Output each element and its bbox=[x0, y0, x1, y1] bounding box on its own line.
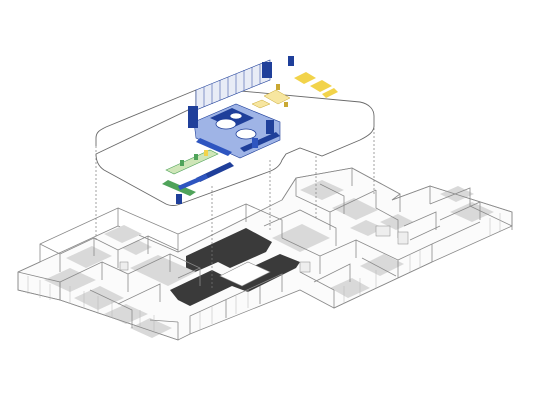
green-plant bbox=[194, 154, 198, 160]
dark-cabinet bbox=[262, 62, 272, 78]
projection-lines bbox=[95, 128, 375, 290]
room-floor bbox=[122, 240, 152, 255]
round-table bbox=[215, 118, 237, 130]
room-floor bbox=[450, 202, 494, 222]
stairs bbox=[119, 225, 409, 273]
facade-mullions bbox=[27, 213, 501, 333]
courtyard bbox=[219, 261, 271, 287]
shelving-lines bbox=[203, 64, 261, 107]
floor-plan-layer bbox=[17, 167, 513, 341]
room-floor bbox=[360, 254, 404, 276]
green-counter bbox=[165, 149, 219, 175]
walls-right-wing bbox=[177, 167, 513, 334]
room-floor bbox=[272, 224, 330, 252]
dark-marker bbox=[288, 56, 294, 66]
room-floor bbox=[66, 246, 112, 268]
room-floor bbox=[44, 268, 96, 292]
walls-left-wing bbox=[17, 207, 201, 341]
blue-bench bbox=[240, 132, 280, 152]
room-floor bbox=[130, 318, 172, 338]
round-table bbox=[229, 112, 243, 120]
green-plant bbox=[180, 160, 184, 166]
yellow-desk bbox=[263, 89, 291, 105]
yellow-chair bbox=[276, 84, 280, 90]
yellow-desk bbox=[322, 88, 338, 98]
green-plant bbox=[204, 150, 208, 156]
blue-panel bbox=[266, 120, 274, 134]
furniture-layer bbox=[95, 56, 375, 206]
blue-bench bbox=[196, 138, 232, 156]
dark-marker bbox=[176, 194, 182, 204]
blue-panel bbox=[252, 138, 258, 148]
dark-corridor bbox=[186, 228, 272, 276]
yellow-desk bbox=[310, 80, 332, 92]
yellow-desk bbox=[251, 99, 271, 109]
yellow-chair bbox=[284, 102, 288, 107]
dark-cabinet bbox=[188, 106, 198, 128]
round-table bbox=[235, 128, 257, 140]
room-floor bbox=[130, 255, 196, 286]
blue-bench bbox=[178, 174, 208, 190]
room-floor bbox=[74, 286, 124, 310]
room-floor bbox=[350, 220, 384, 236]
shelving-unit bbox=[195, 59, 271, 111]
room-floor bbox=[332, 198, 378, 220]
room-floor bbox=[300, 180, 344, 200]
yellow-desk bbox=[294, 72, 316, 84]
room-floor bbox=[104, 225, 142, 243]
